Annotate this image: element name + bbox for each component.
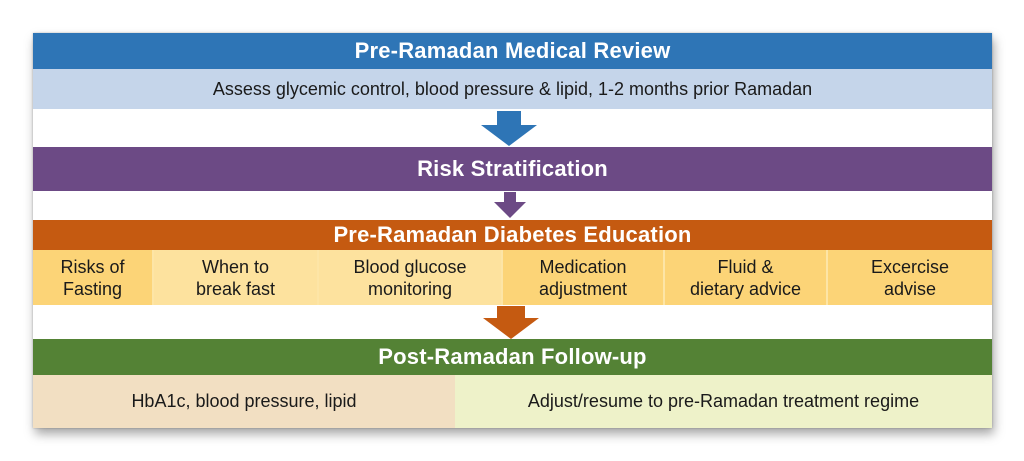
down-arrow-icon bbox=[494, 192, 526, 218]
education-topic-fluid-diet: Fluid &dietary advice bbox=[665, 250, 828, 305]
down-arrow-icon bbox=[483, 306, 539, 339]
followup-title-bar: Post-Ramadan Follow-up bbox=[33, 339, 992, 375]
review-title: Pre-Ramadan Medical Review bbox=[354, 38, 671, 63]
followup-title: Post-Ramadan Follow-up bbox=[378, 344, 647, 369]
flowchart-panel: Pre-Ramadan Medical Review Assess glycem… bbox=[33, 33, 992, 428]
review-title-bar: Pre-Ramadan Medical Review bbox=[33, 33, 992, 69]
risk-title-bar: Risk Stratification bbox=[33, 147, 992, 191]
review-subtitle-bar: Assess glycemic control, blood pressure … bbox=[33, 69, 992, 109]
followup-row: HbA1c, blood pressure, lipid Adjust/resu… bbox=[33, 375, 992, 428]
followup-treatment: Adjust/resume to pre-Ramadan treatment r… bbox=[455, 375, 992, 428]
followup-measures: HbA1c, blood pressure, lipid bbox=[33, 375, 455, 428]
risk-title: Risk Stratification bbox=[417, 156, 608, 181]
review-subtitle: Assess glycemic control, blood pressure … bbox=[212, 78, 813, 99]
education-title: Pre-Ramadan Diabetes Education bbox=[333, 222, 692, 247]
education-title-bar: Pre-Ramadan Diabetes Education bbox=[33, 220, 992, 250]
down-arrow-icon bbox=[481, 111, 537, 146]
